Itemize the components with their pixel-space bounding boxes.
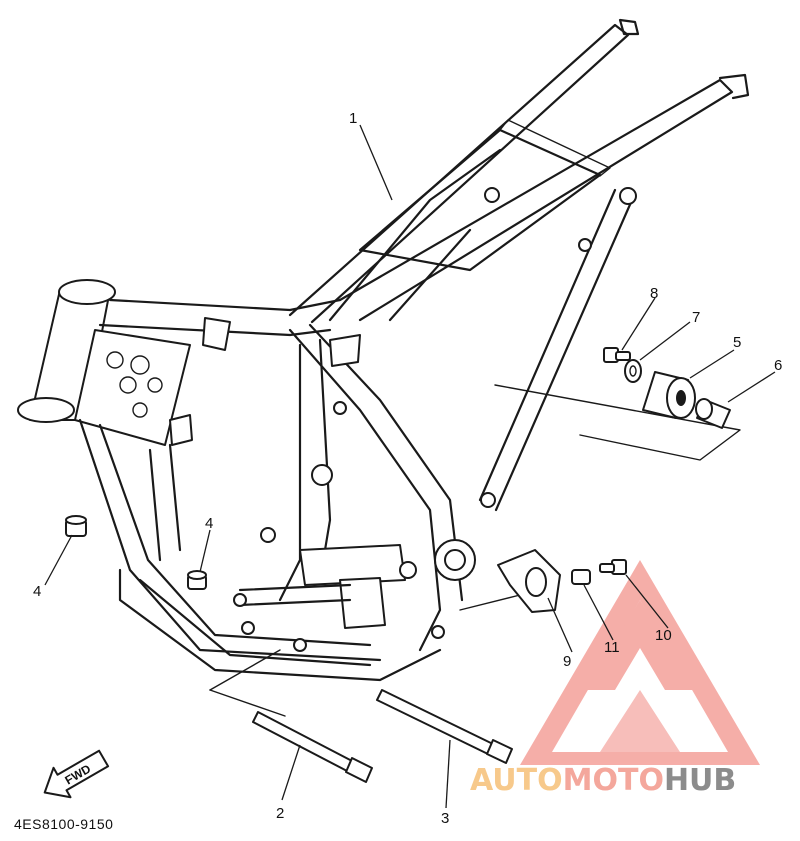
callout-6: 6 (774, 357, 782, 374)
washer-7 (624, 359, 642, 383)
bracket-9 (497, 549, 561, 613)
frame-assembly (17, 18, 750, 717)
watermark-auto: AUTO (470, 763, 563, 798)
nut-4-left (65, 515, 87, 537)
callout-3: 3 (441, 810, 449, 827)
callout-7: 7 (692, 309, 700, 326)
callout-11: 11 (604, 639, 620, 656)
svg-text:AUTOMOTOHUB: AUTOMOTOHUB (470, 763, 736, 798)
bolt-8 (603, 347, 631, 363)
watermark-logo (520, 560, 760, 765)
watermark-hub: HUB (664, 763, 736, 798)
bolt-2 (252, 711, 373, 783)
callout-2: 2 (276, 805, 284, 822)
part-code: 4ES8100-9150 (14, 816, 114, 832)
collar-5 (642, 371, 696, 419)
bolt-3 (376, 689, 513, 764)
callout-labels: 1 2 3 4 4 5 6 7 8 9 10 11 (33, 110, 782, 827)
bolt-10 (599, 559, 627, 575)
callout-4-left: 4 (33, 583, 41, 600)
watermark-brand: AUTOMOTOHUB (470, 763, 736, 798)
callout-1: 1 (349, 110, 357, 127)
nut-4-center (187, 570, 207, 590)
callout-4-center: 4 (205, 515, 213, 532)
callout-9: 9 (563, 653, 571, 670)
leader-lines (44, 124, 776, 809)
collar-11 (571, 569, 591, 585)
fwd-arrow: FWD (43, 749, 110, 799)
callout-8: 8 (650, 285, 658, 302)
watermark-moto: MOTO (563, 763, 664, 798)
callout-10: 10 (655, 627, 672, 644)
callout-5: 5 (733, 334, 741, 351)
spacer-6 (695, 398, 731, 429)
